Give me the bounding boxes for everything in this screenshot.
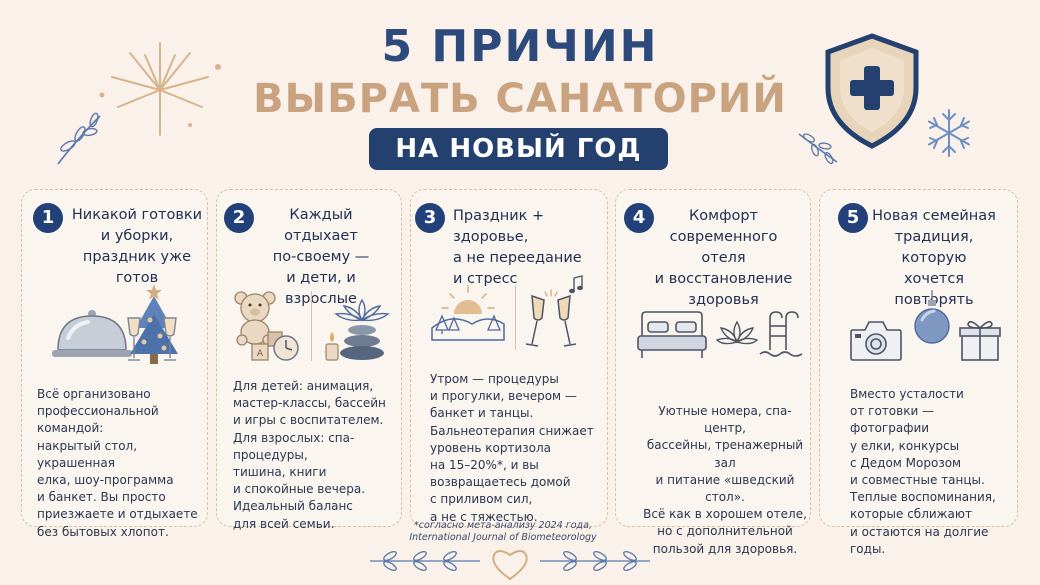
heart-branches-icon xyxy=(370,550,650,581)
title-line-2: ВЫБРАТЬ САНАТОРИЙ xyxy=(253,76,787,122)
reason-heading-1: Никакой готовки и уборки, праздник уже г… xyxy=(71,207,203,286)
footnote: *согласно мета-анализу 2024 года, Intern… xyxy=(409,520,597,543)
reason-body-4: Уютные номера, спа-центр, бассейны, трен… xyxy=(643,404,807,556)
reason-body-1: Всё организовано профессиональной команд… xyxy=(37,387,198,539)
reason-body-5: Вместо усталости от готовки — фотографии… xyxy=(850,387,996,556)
reason-number-4: 4 xyxy=(624,203,654,233)
title-line-1: 5 ПРИЧИН xyxy=(381,21,659,72)
gift-box-icon xyxy=(959,320,1001,361)
card-2-divider xyxy=(311,291,312,361)
reason-heading-5: Новая семейная традиция, которую хочется… xyxy=(872,208,996,308)
candle-icon xyxy=(325,332,339,361)
leaf-branch-icon xyxy=(57,112,101,165)
sunrise-landscape-icon xyxy=(431,285,505,341)
shield-cross-icon xyxy=(825,33,919,149)
card-3-divider xyxy=(515,286,516,350)
reason-heading-2: Каждый отдыхает по-своему — и дети, и вз… xyxy=(272,207,370,307)
clock-icon xyxy=(273,335,299,361)
lotus-icon xyxy=(715,320,759,345)
reason-number-3: 3 xyxy=(415,203,445,233)
fireworks-icon xyxy=(99,42,221,136)
pool-ladder-icon xyxy=(759,311,803,357)
reason-card-4 xyxy=(615,189,811,527)
leaf-branch-right-icon xyxy=(798,133,838,165)
wine-glasses-icon xyxy=(127,317,177,361)
reason-card-1 xyxy=(21,189,208,527)
svg-text:A: A xyxy=(257,349,264,359)
reason-card-3 xyxy=(410,189,608,527)
champagne-toast-icon xyxy=(525,289,577,347)
music-note-icon xyxy=(569,275,583,294)
lotus-stones-icon xyxy=(334,298,390,360)
bed-icon xyxy=(637,311,707,358)
reason-heading-4: Комфорт современного отеля и восстановле… xyxy=(654,208,793,308)
cloche-icon xyxy=(52,310,132,357)
reason-body-3: Утром — процедуры и прогулки, вечером — … xyxy=(430,372,594,524)
reason-number-2: 2 xyxy=(224,203,254,233)
title-line-3: НА НОВЫЙ ГОД xyxy=(369,128,668,170)
snowflake-icon xyxy=(928,109,970,157)
reason-number-1: 1 xyxy=(33,203,63,233)
reason-heading-3: Праздник + здоровье, а не переедание и с… xyxy=(453,208,582,287)
reason-number-5: 5 xyxy=(838,203,868,233)
ornament-ball-icon xyxy=(914,290,950,344)
camera-icon xyxy=(850,321,902,361)
reason-body-2: Для детей: анимация, мастер-классы, басс… xyxy=(233,379,386,531)
christmas-tree-icon xyxy=(130,284,178,364)
